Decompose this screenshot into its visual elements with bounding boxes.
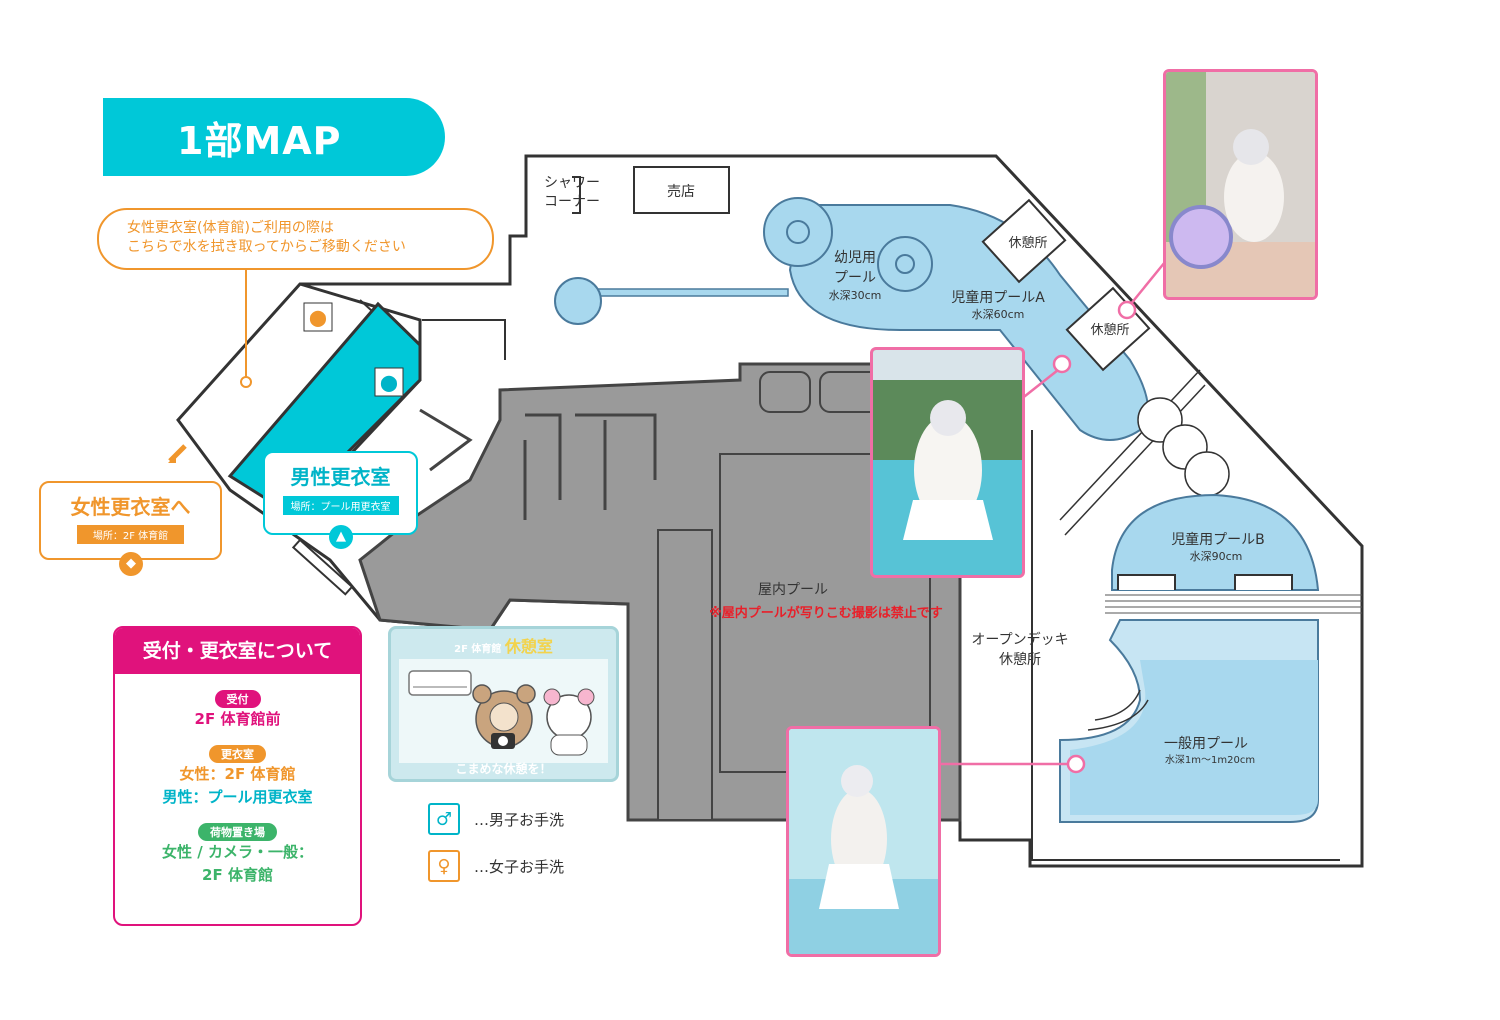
svg-text:⬤: ⬤ xyxy=(380,373,398,392)
women-changing-room-callout: 女性更衣室へ 場所：2F 体育館 xyxy=(39,481,222,560)
kids-pool-b-label: 児童用プールB xyxy=(1171,531,1265,548)
swimsuit-icon: ◆ xyxy=(119,552,143,576)
kids-pool-a-depth: 水深60cm xyxy=(972,308,1025,321)
svg-text:コーナー: コーナー xyxy=(544,194,600,210)
baggage-badge: 荷物置き場 xyxy=(198,823,277,841)
shop-label: 売店 xyxy=(667,184,695,200)
shop xyxy=(633,166,730,214)
slide-pool xyxy=(554,277,602,325)
page-title: 1部MAP xyxy=(177,118,342,163)
legend-women-restroom: ♀ …女子お手洗 xyxy=(428,850,564,882)
general-pool-label: 一般用プール xyxy=(1164,736,1248,752)
rest-card-title: 休憩室 xyxy=(504,637,553,656)
photo-3 xyxy=(786,726,941,957)
info-card-header: 受付・更衣室について xyxy=(115,628,360,674)
photo-2 xyxy=(870,347,1025,578)
rest-card-footer: こまめな休憩を！ xyxy=(455,762,552,776)
men-changing-title: 男性更衣室 xyxy=(290,465,391,489)
changing-badge: 更衣室 xyxy=(209,745,266,763)
svg-text:幼児用: 幼児用 xyxy=(834,250,876,266)
changing-women-value: 女性：2F 体育館 xyxy=(179,765,296,783)
rest-area-label-2: 休憩所 xyxy=(1090,322,1129,338)
rest-area-label-1: 休憩所 xyxy=(1008,235,1047,251)
shower-label: シャワー xyxy=(544,175,600,191)
indoor-warning: ※屋内プールが写りこむ撮影は禁止です xyxy=(709,605,943,621)
men-changing-location: 場所：プール用更衣室 xyxy=(282,496,399,515)
rest-card-small-header: 2F 体育館 xyxy=(454,644,502,655)
reception-value: 2F 体育館前 xyxy=(194,710,281,728)
kids-pool-a-label: 児童用プールA xyxy=(951,289,1045,306)
title-banner: 1部MAP xyxy=(103,98,445,176)
svg-text:オープンデッキ: オープンデッキ xyxy=(971,631,1068,648)
baggage-value-2: 2F 体育館 xyxy=(202,866,273,884)
baggage-value-1: 女性 / カメラ・一般： xyxy=(162,843,313,861)
svg-text:休憩所: 休憩所 xyxy=(999,651,1041,668)
reception-badge: 受付 xyxy=(214,690,261,708)
male-restroom-icon: ♂ xyxy=(428,803,460,835)
women-changing-title: 女性更衣室へ xyxy=(70,495,191,519)
indoor-pool-label: 屋内プール xyxy=(758,582,828,598)
svg-text:⬤: ⬤ xyxy=(309,308,327,327)
kids-pool-b xyxy=(1111,493,1320,591)
svg-text:プール: プール xyxy=(834,270,876,286)
changing-men-value: 男性：プール用更衣室 xyxy=(162,788,313,806)
toddler-depth: 水深30cm xyxy=(829,289,882,302)
men-changing-room-callout: 男性更衣室 場所：プール用更衣室 xyxy=(263,451,418,535)
female-restroom-icon: ♀ xyxy=(428,850,460,882)
rest-card-illustration xyxy=(399,659,608,763)
kids-pool-b-depth: 水深90cm xyxy=(1190,550,1243,563)
legend-men-restroom: ♂ …男子お手洗 xyxy=(428,803,564,835)
photo-1 xyxy=(1163,69,1318,300)
reception-info-card: 受付・更衣室について 受付 2F 体育館前 更衣室 女性：2F 体育館 男性：プ… xyxy=(113,626,362,926)
shirt-icon: ▲ xyxy=(329,525,353,549)
wipe-note-callout: 女性更衣室(体育館)ご利用の際は こちらで水を拭き取ってからご移動ください xyxy=(97,208,494,270)
women-changing-location: 場所：2F 体育館 xyxy=(76,525,185,544)
rest-room-card: 2F 体育館 休憩室 こまめな休憩を！ xyxy=(388,626,619,782)
general-pool-depth: 水深1m～1m20cm xyxy=(1165,754,1255,766)
